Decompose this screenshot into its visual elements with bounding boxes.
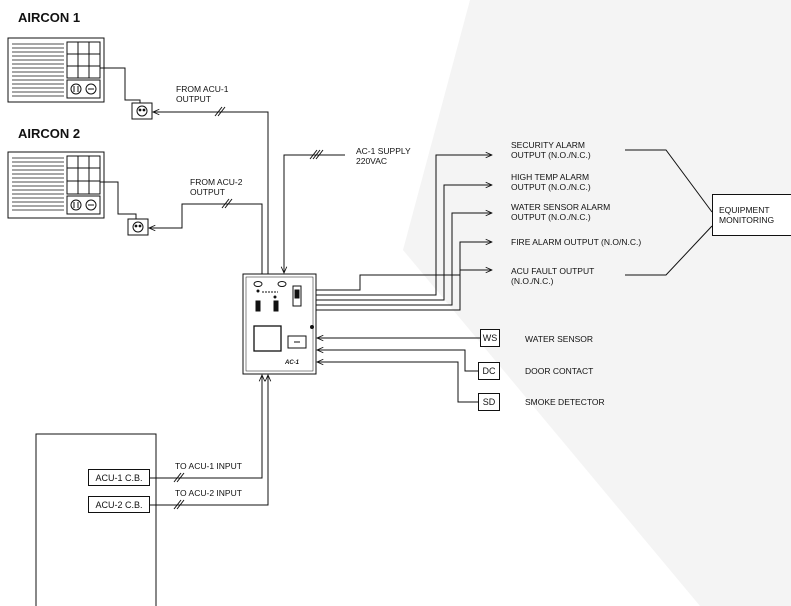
- water-sensor-label: WATER SENSOR: [525, 334, 594, 344]
- output-high-temp-alarm: HIGH TEMP ALARM OUTPUT (N.O./N.C.): [511, 172, 591, 192]
- equipment-monitoring-box: EQUIPMENT MONITORING: [712, 194, 791, 236]
- door-contact-label: DOOR CONTACT: [525, 366, 594, 376]
- aircon-2-unit: [7, 151, 105, 219]
- sensor-ws-box: WS: [480, 329, 500, 347]
- smoke-detector-label: SMOKE DETECTOR: [525, 397, 605, 407]
- output-fire-alarm: FIRE ALARM OUTPUT (N.O/N.C.): [511, 237, 642, 247]
- outlet-2-icon: [127, 218, 149, 236]
- sensor-sd-box: SD: [478, 393, 500, 411]
- sensor-dc-box: DC: [478, 362, 500, 380]
- controller-model-label: AC-1: [284, 360, 300, 366]
- ac1-controller: [242, 273, 317, 375]
- ac1-supply-label: AC-1 SUPPLY 220VAC: [356, 146, 411, 166]
- from-acu-2-output-label: FROM ACU-2 OUTPUT: [190, 177, 243, 197]
- aircon-1-unit: [7, 37, 105, 103]
- equipment-monitoring-label: EQUIPMENT MONITORING: [719, 205, 775, 225]
- output-acu-fault: ACU FAULT OUTPUT (N.O./N.C.): [511, 266, 595, 286]
- output-security-alarm: SECURITY ALARM OUTPUT (N.O./N.C.): [511, 140, 591, 160]
- acu-2-breaker-box: ACU-2 C.B.: [88, 496, 150, 513]
- from-acu-1-output-label: FROM ACU-1 OUTPUT: [176, 84, 229, 104]
- background-watermark: [403, 0, 791, 606]
- to-acu-1-input-label: TO ACU-1 INPUT: [175, 461, 242, 471]
- output-water-sensor-alarm: WATER SENSOR ALARM OUTPUT (N.O./N.C.): [511, 202, 611, 222]
- outlet-1-icon: [131, 102, 153, 120]
- aircon-1-title: AIRCON 1: [18, 10, 81, 25]
- acu-1-breaker-box: ACU-1 C.B.: [88, 469, 150, 486]
- aircon-2-title: AIRCON 2: [18, 126, 81, 141]
- to-acu-2-input-label: TO ACU-2 INPUT: [175, 488, 242, 498]
